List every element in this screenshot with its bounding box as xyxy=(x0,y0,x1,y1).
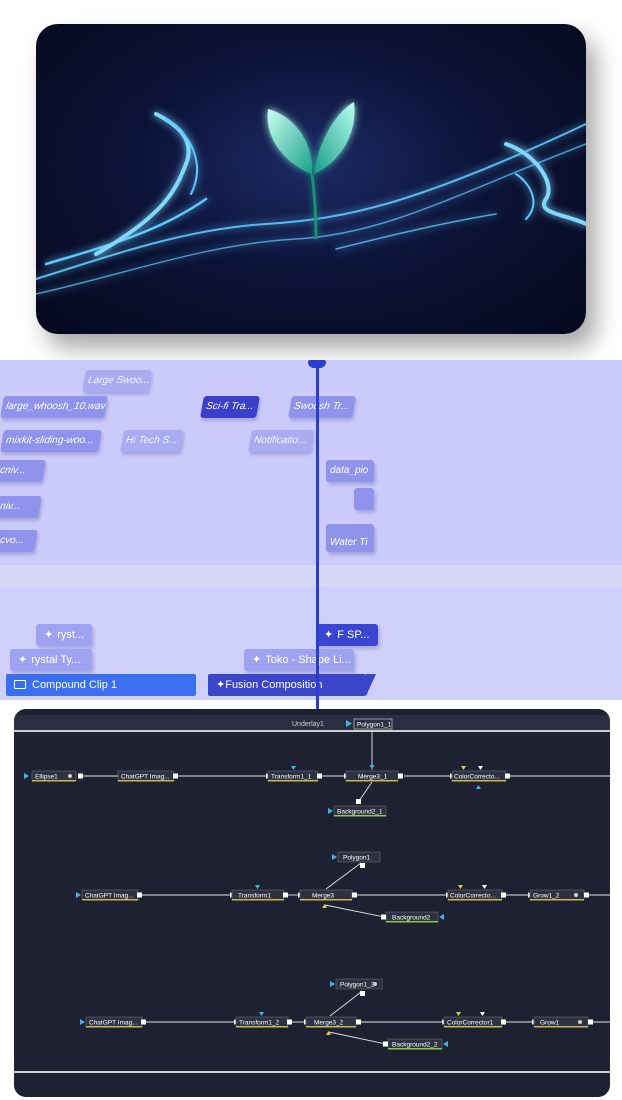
node-label: Polygon1 xyxy=(343,855,370,862)
node-label: Merge3_1 xyxy=(358,774,388,781)
node-label: ChatGPT Imag... xyxy=(121,774,170,781)
node-label: Background2_2 xyxy=(392,1042,438,1049)
links-row1 xyxy=(78,732,610,802)
audio-clip[interactable] xyxy=(354,488,374,510)
node-label: Transform1_1 xyxy=(271,774,312,781)
node-label: ChatGPT Imag... xyxy=(89,1020,138,1027)
audio-clip[interactable]: cniv... xyxy=(0,460,46,482)
video-preview xyxy=(36,24,586,334)
fusion-composition-clip[interactable]: ✦Fusion Composition xyxy=(208,674,376,696)
nodes-row2[interactable]: Polygon1 ChatGPT Imag... Transform1 Merg… xyxy=(76,851,589,923)
sparkle-icon: ✦ xyxy=(216,679,226,691)
node-label: Polygon1_2 xyxy=(340,982,375,989)
audio-clip[interactable]: mixkit-sliding-woo... xyxy=(0,430,102,452)
node-label: ChatGPT Imag... xyxy=(85,893,134,900)
node-label: Polygon1_1 xyxy=(357,722,392,729)
node-label: Grow1 xyxy=(540,1020,560,1027)
links-row2 xyxy=(140,862,610,918)
audio-clip[interactable]: niv... xyxy=(0,496,42,518)
sparkle-icon: ✦ xyxy=(18,654,28,666)
node-label: ColorCorrector1 xyxy=(447,1020,494,1027)
playhead-handle[interactable] xyxy=(308,360,326,368)
node-label: Merge3_2 xyxy=(314,1020,344,1027)
node-label: ColorCorrecto... xyxy=(450,893,496,900)
audio-clip[interactable]: Hi Tech S... xyxy=(120,430,184,452)
timeline[interactable]: Large Swoo... large_whoosh_10.wav Sci-fi… xyxy=(0,360,622,700)
node-label: Transform1_2 xyxy=(239,1020,280,1027)
audio-clip[interactable]: Large Swoo... xyxy=(82,370,152,392)
playhead[interactable] xyxy=(316,364,319,710)
audio-clip[interactable]: large_whoosh_10.wav xyxy=(0,396,108,418)
sparkle-icon: ✦ xyxy=(324,629,334,641)
node-editor[interactable]: Underlay1 Polygon1_1 Ellipse1 xyxy=(14,709,610,1097)
audio-clip[interactable]: Water Ti xyxy=(326,524,374,552)
track-divider xyxy=(0,565,622,587)
video-clip[interactable]: ✦rystal Ty... xyxy=(10,649,92,671)
node-label: Transform1 xyxy=(238,893,271,900)
mask-icon xyxy=(574,893,578,897)
nodes-row3[interactable]: Polygon1_2 ChatGPT Imag... Transform1_2 … xyxy=(80,978,593,1050)
mask-icon xyxy=(373,982,377,986)
play-triangle-icon xyxy=(346,720,352,727)
node-label: Background2_1 xyxy=(337,809,383,816)
sparkle-icon: ✦ xyxy=(44,629,54,641)
footer-divider xyxy=(14,1071,610,1073)
sparkle-icon: ✦ xyxy=(252,654,262,666)
node-label: Background2 xyxy=(392,915,431,922)
film-icon xyxy=(14,680,26,689)
node-graph[interactable]: Underlay1 Polygon1_1 Ellipse1 xyxy=(14,709,610,1097)
node-label: ColorCorrecto... xyxy=(454,774,500,781)
node-label: Grow1_2 xyxy=(533,893,560,900)
audio-clip[interactable]: data_pio xyxy=(326,460,374,482)
links-row3 xyxy=(144,991,610,1045)
mask-icon xyxy=(578,1020,582,1024)
audio-clip-selected[interactable]: Sci-fi Tra... xyxy=(200,396,260,418)
node-label: Ellipse1 xyxy=(35,774,58,781)
underlay-label: Underlay1 xyxy=(292,721,324,728)
audio-clip[interactable]: Notificatio... xyxy=(248,430,314,452)
audio-tracks[interactable] xyxy=(0,360,622,565)
mask-icon xyxy=(68,774,72,778)
video-clip[interactable]: ✦F SP... xyxy=(316,624,378,646)
audio-clip[interactable]: Swoosh Tr... xyxy=(288,396,356,418)
video-clip[interactable]: ✦ryst... xyxy=(36,624,92,646)
node-label: Merge3 xyxy=(312,893,334,900)
nodes-row1[interactable]: Ellipse1 ChatGPT Imag... Transform1_1 Me… xyxy=(24,765,510,817)
video-clip[interactable]: ✦Toko - Shape Li... xyxy=(244,649,354,671)
header-divider xyxy=(14,730,610,732)
compound-clip[interactable]: Compound Clip 1 xyxy=(6,674,196,696)
preview-artwork xyxy=(36,102,586,295)
node-polygon1-2[interactable] xyxy=(335,978,383,990)
audio-clip[interactable]: cvo... xyxy=(0,530,38,552)
node-editor-header xyxy=(14,715,610,731)
node-polygon1-1[interactable] xyxy=(353,718,393,730)
node-polygon1[interactable] xyxy=(337,851,381,863)
